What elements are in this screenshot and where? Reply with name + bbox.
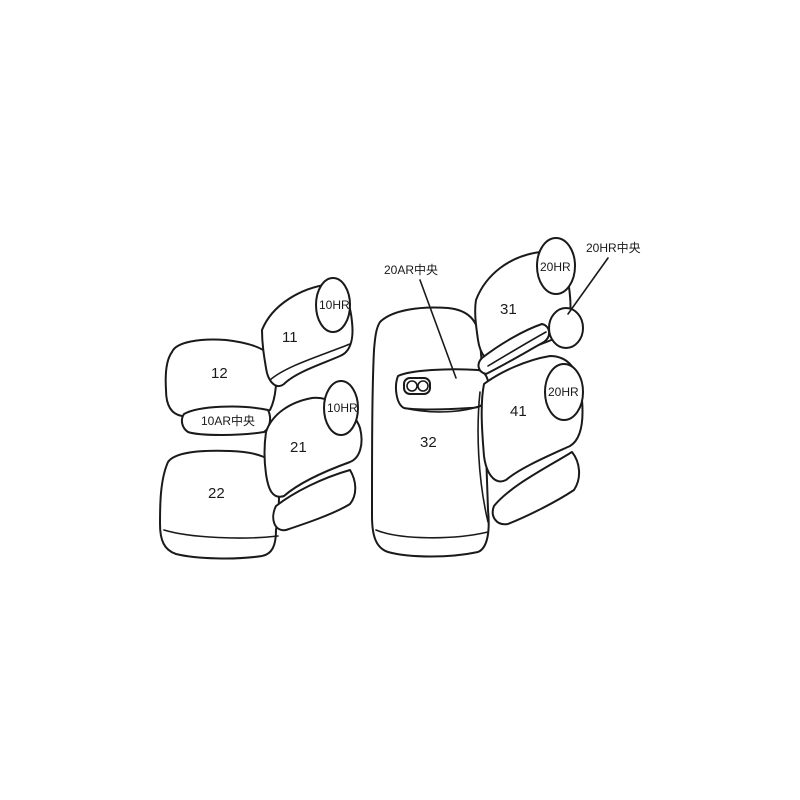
- seat-part-12-shape: [164, 338, 278, 417]
- armrest-20ar-center-label: 20AR中央: [384, 262, 438, 277]
- seat-part-32-seam: [375, 529, 489, 539]
- headrest-10hr-mid-shape: [323, 380, 359, 436]
- headrest-20hr-center-label: 20HR中央: [586, 240, 641, 255]
- headrest-20hr-right-shape: [544, 363, 584, 421]
- seat-part-32-shape: [371, 306, 490, 558]
- headrest-20hr-center-shape: [548, 307, 584, 349]
- seat-part-41-label: 41: [510, 403, 527, 420]
- headrest-10hr-top-shape: [315, 277, 351, 333]
- headrest-10hr-top-label: 10HR: [319, 298, 350, 312]
- cup-holder-right-icon: [417, 380, 429, 392]
- seat-part-22-label: 22: [208, 485, 225, 502]
- headrest-20hr-top-label: 20HR: [540, 260, 571, 274]
- seat-part-22-shape: [159, 449, 281, 560]
- headrest-20hr-right-label: 20HR: [548, 385, 579, 399]
- seat-part-31-armrest-inner: [487, 331, 547, 367]
- seat-part-32-label: 32: [420, 434, 437, 451]
- seat-part-11-lower-contour: [269, 343, 351, 381]
- seat-part-31-label: 31: [500, 301, 517, 318]
- seat-part-11-label: 11: [282, 329, 298, 346]
- seat-part-41-side: [477, 391, 489, 523]
- armrest-10ar-center-shape: [180, 405, 272, 436]
- leader-line-20hr-center: [567, 257, 609, 315]
- seat-part-12-label: 12: [211, 365, 228, 382]
- seat-part-22-seam: [163, 529, 279, 539]
- headrest-20hr-top-shape: [536, 237, 576, 295]
- leader-line-20ar: [419, 279, 457, 379]
- armrest-10ar-center-label: 10AR中央: [201, 413, 255, 428]
- seat-part-21-label: 21: [290, 439, 307, 456]
- seat-part-21-cushion: [272, 469, 357, 532]
- seat-part-41-cushion: [491, 451, 580, 526]
- headrest-10hr-mid-label: 10HR: [327, 401, 358, 415]
- cup-holder-left-icon: [406, 380, 418, 392]
